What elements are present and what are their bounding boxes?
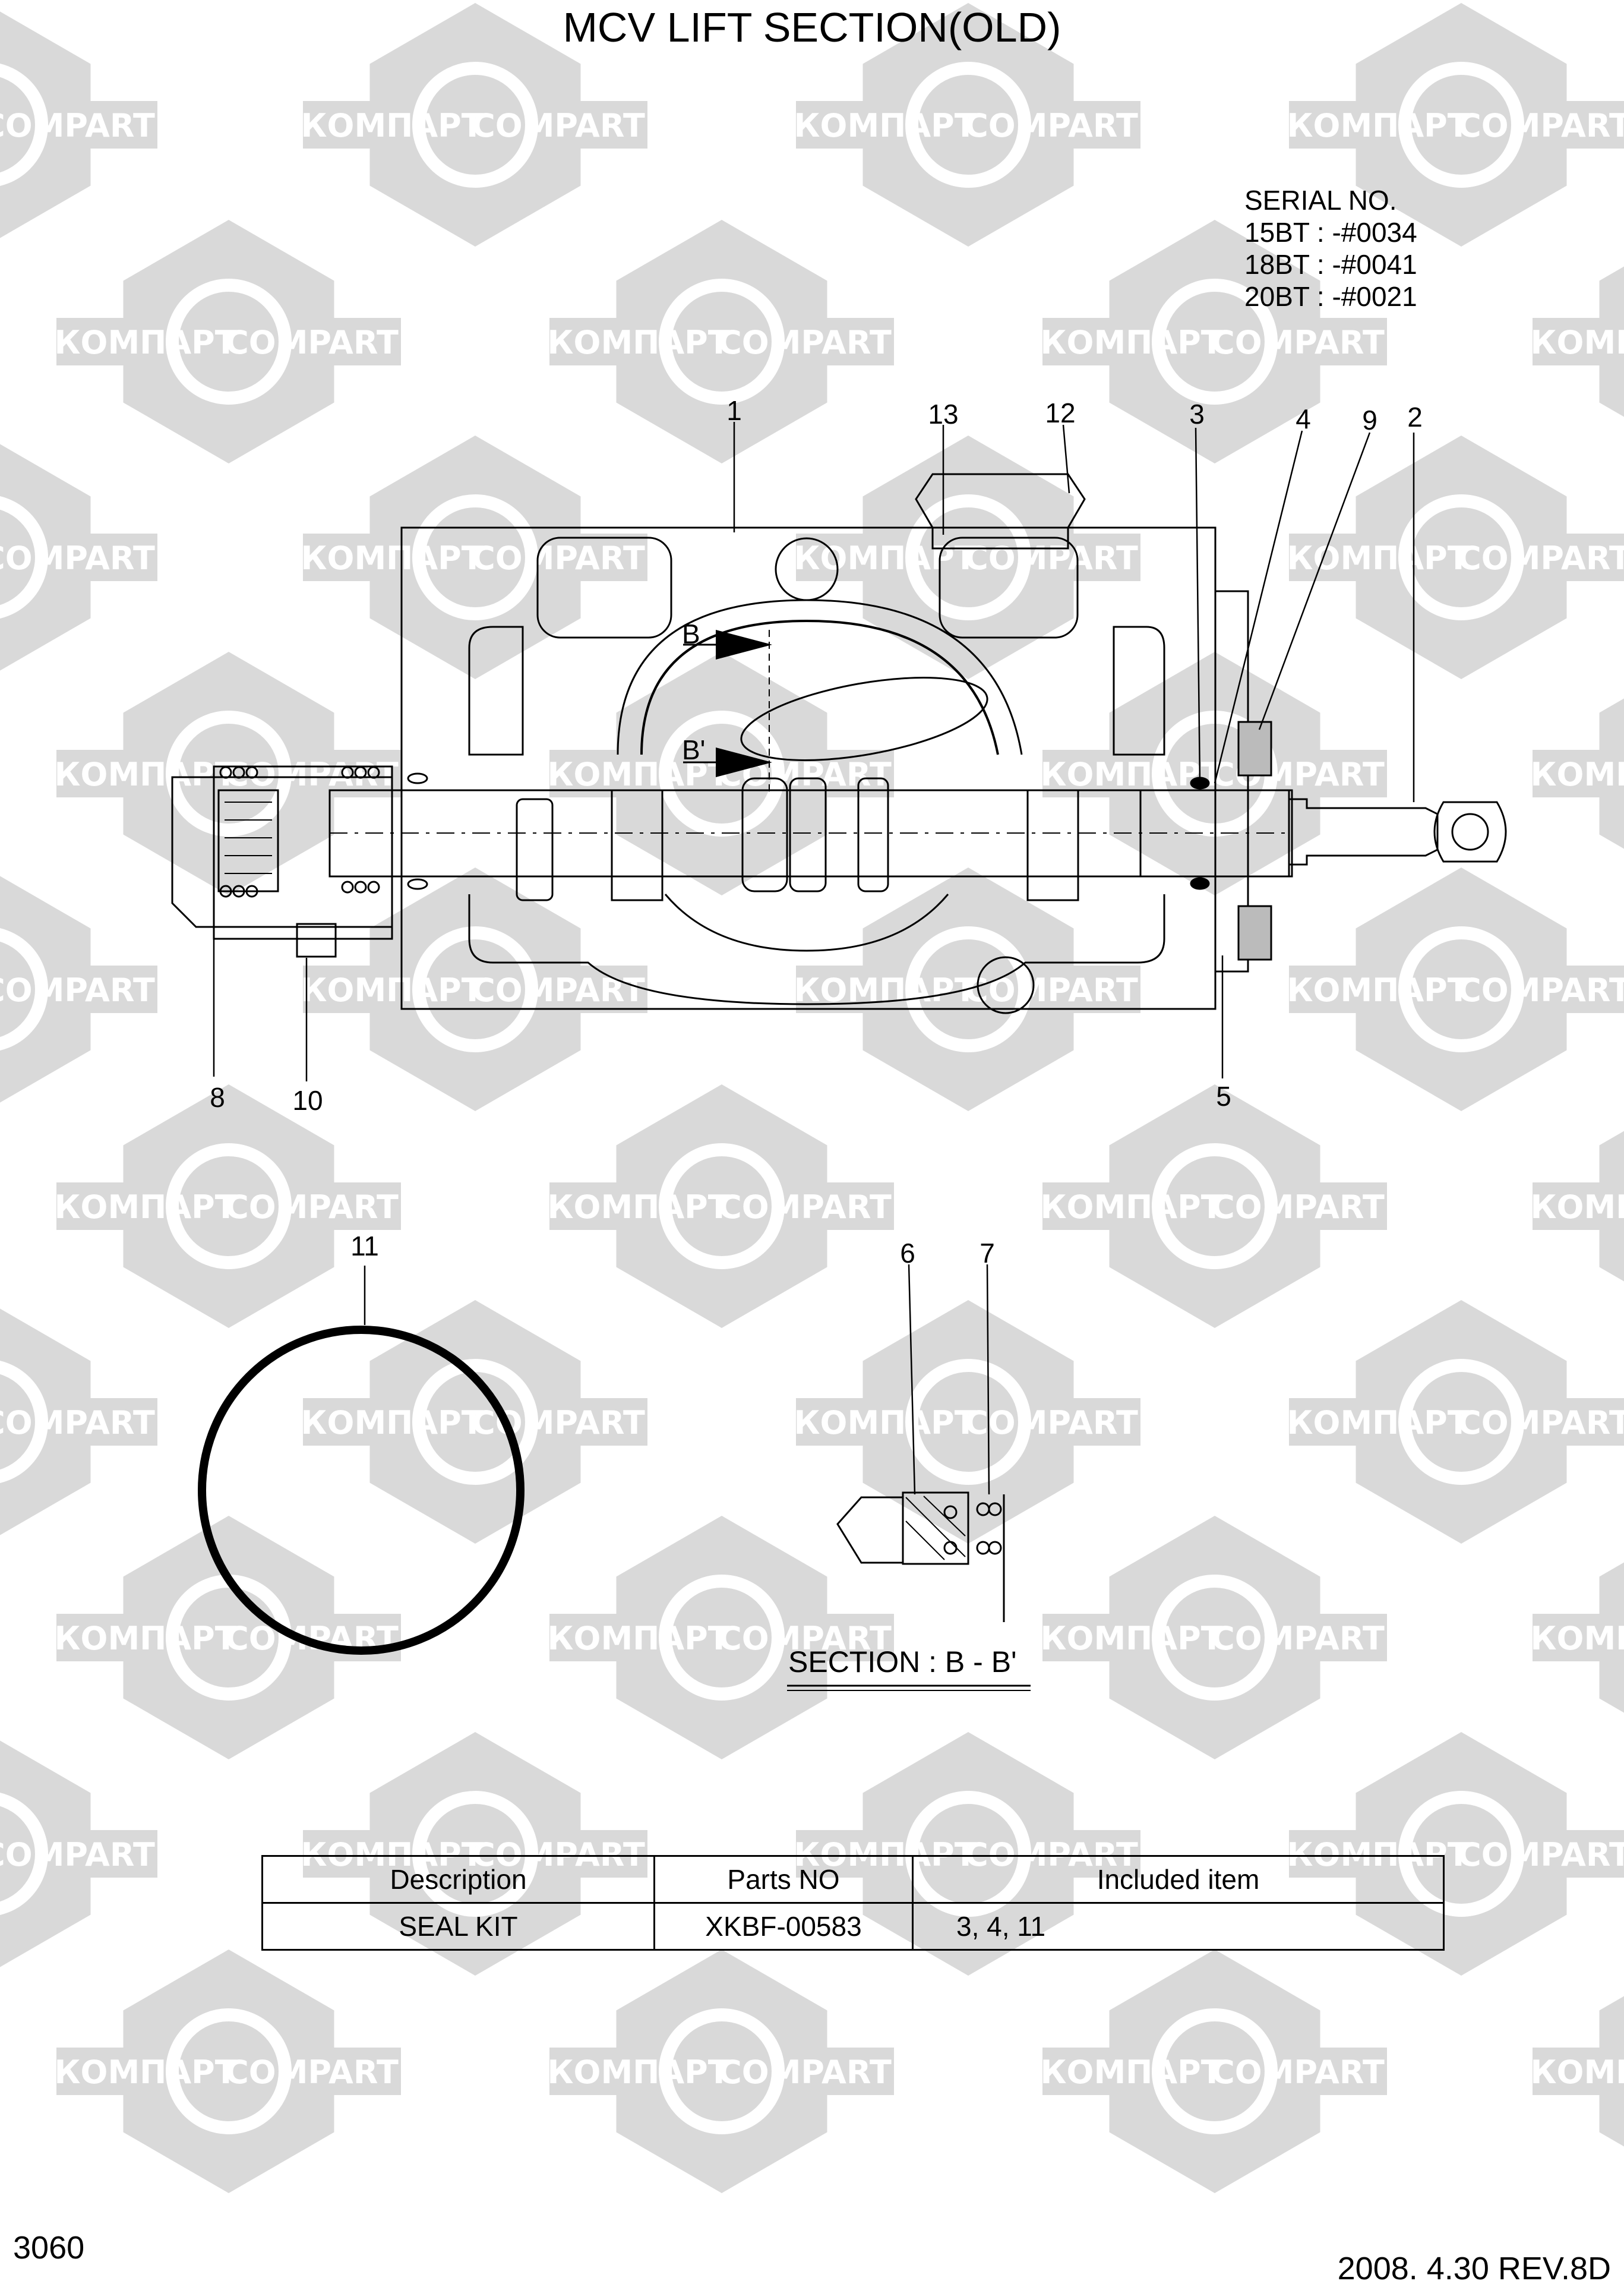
serial-heading: SERIAL NO. <box>1244 184 1396 216</box>
plug-nut <box>916 474 1085 528</box>
callout-11: 11 <box>350 1230 379 1262</box>
spool-land-4 <box>790 778 826 891</box>
seal-kit-table: Description Parts NO Included item SEAL … <box>261 1855 1445 1951</box>
section-arrow-b-prime <box>716 747 772 777</box>
serial-line: 15BT : -#0034 <box>1244 216 1417 248</box>
bolt-10 <box>297 924 336 957</box>
serial-line: 18BT : -#0041 <box>1244 248 1417 280</box>
callout-8: 8 <box>210 1081 225 1113</box>
top-cavity-left <box>538 538 671 638</box>
callout-3: 3 <box>1189 398 1205 430</box>
column-header: Parts NO <box>655 1856 913 1903</box>
callout-9: 9 <box>1362 404 1377 436</box>
check-poppet <box>735 662 993 775</box>
table-cell: 3, 4, 11 <box>913 1903 1444 1950</box>
section-detail <box>838 1497 903 1563</box>
spool-land-6 <box>1028 790 1078 900</box>
spring-cap <box>172 777 392 927</box>
column-header: Description <box>263 1856 655 1903</box>
section-mark-b: B <box>682 618 700 650</box>
bottom-port <box>978 957 1034 1013</box>
wiper-top <box>1238 722 1271 775</box>
serial-line: 20BT : -#0021 <box>1244 280 1417 313</box>
inner-passage <box>469 627 523 755</box>
callout-7: 7 <box>980 1237 995 1269</box>
top-port <box>776 538 838 600</box>
wiper-bottom <box>1238 906 1271 960</box>
page-number: 3060 <box>13 2229 84 2266</box>
section-arrow-b <box>716 630 772 660</box>
callout-6: 6 <box>900 1237 915 1269</box>
top-cavity-right <box>940 538 1078 638</box>
table-cell: XKBF-00583 <box>655 1903 913 1950</box>
spool-land-2 <box>612 790 662 900</box>
callout-1: 1 <box>726 395 742 427</box>
spool-eye <box>1435 802 1506 862</box>
callout-5: 5 <box>1216 1080 1231 1112</box>
oring-11 <box>202 1330 520 1651</box>
table-row: SEAL KIT XKBF-00583 3, 4, 11 <box>263 1903 1444 1950</box>
spool-land-3 <box>743 778 787 891</box>
callout-12: 12 <box>1045 397 1075 429</box>
spool-land-1 <box>517 799 552 900</box>
spring <box>219 790 278 891</box>
spool-land-5 <box>858 778 888 891</box>
callout-10: 10 <box>292 1084 323 1116</box>
section-label: SECTION : B - B' <box>788 1645 1017 1679</box>
callout-13: 13 <box>928 398 958 430</box>
callout-2: 2 <box>1407 401 1423 433</box>
table-header-row: Description Parts NO Included item <box>263 1856 1444 1903</box>
column-header: Included item <box>913 1856 1444 1903</box>
section-mark-b-prime: B' <box>682 734 705 766</box>
callout-4: 4 <box>1296 403 1311 435</box>
table-cell: SEAL KIT <box>263 1903 655 1950</box>
page-title: MCV LIFT SECTION(OLD) <box>0 4 1624 51</box>
